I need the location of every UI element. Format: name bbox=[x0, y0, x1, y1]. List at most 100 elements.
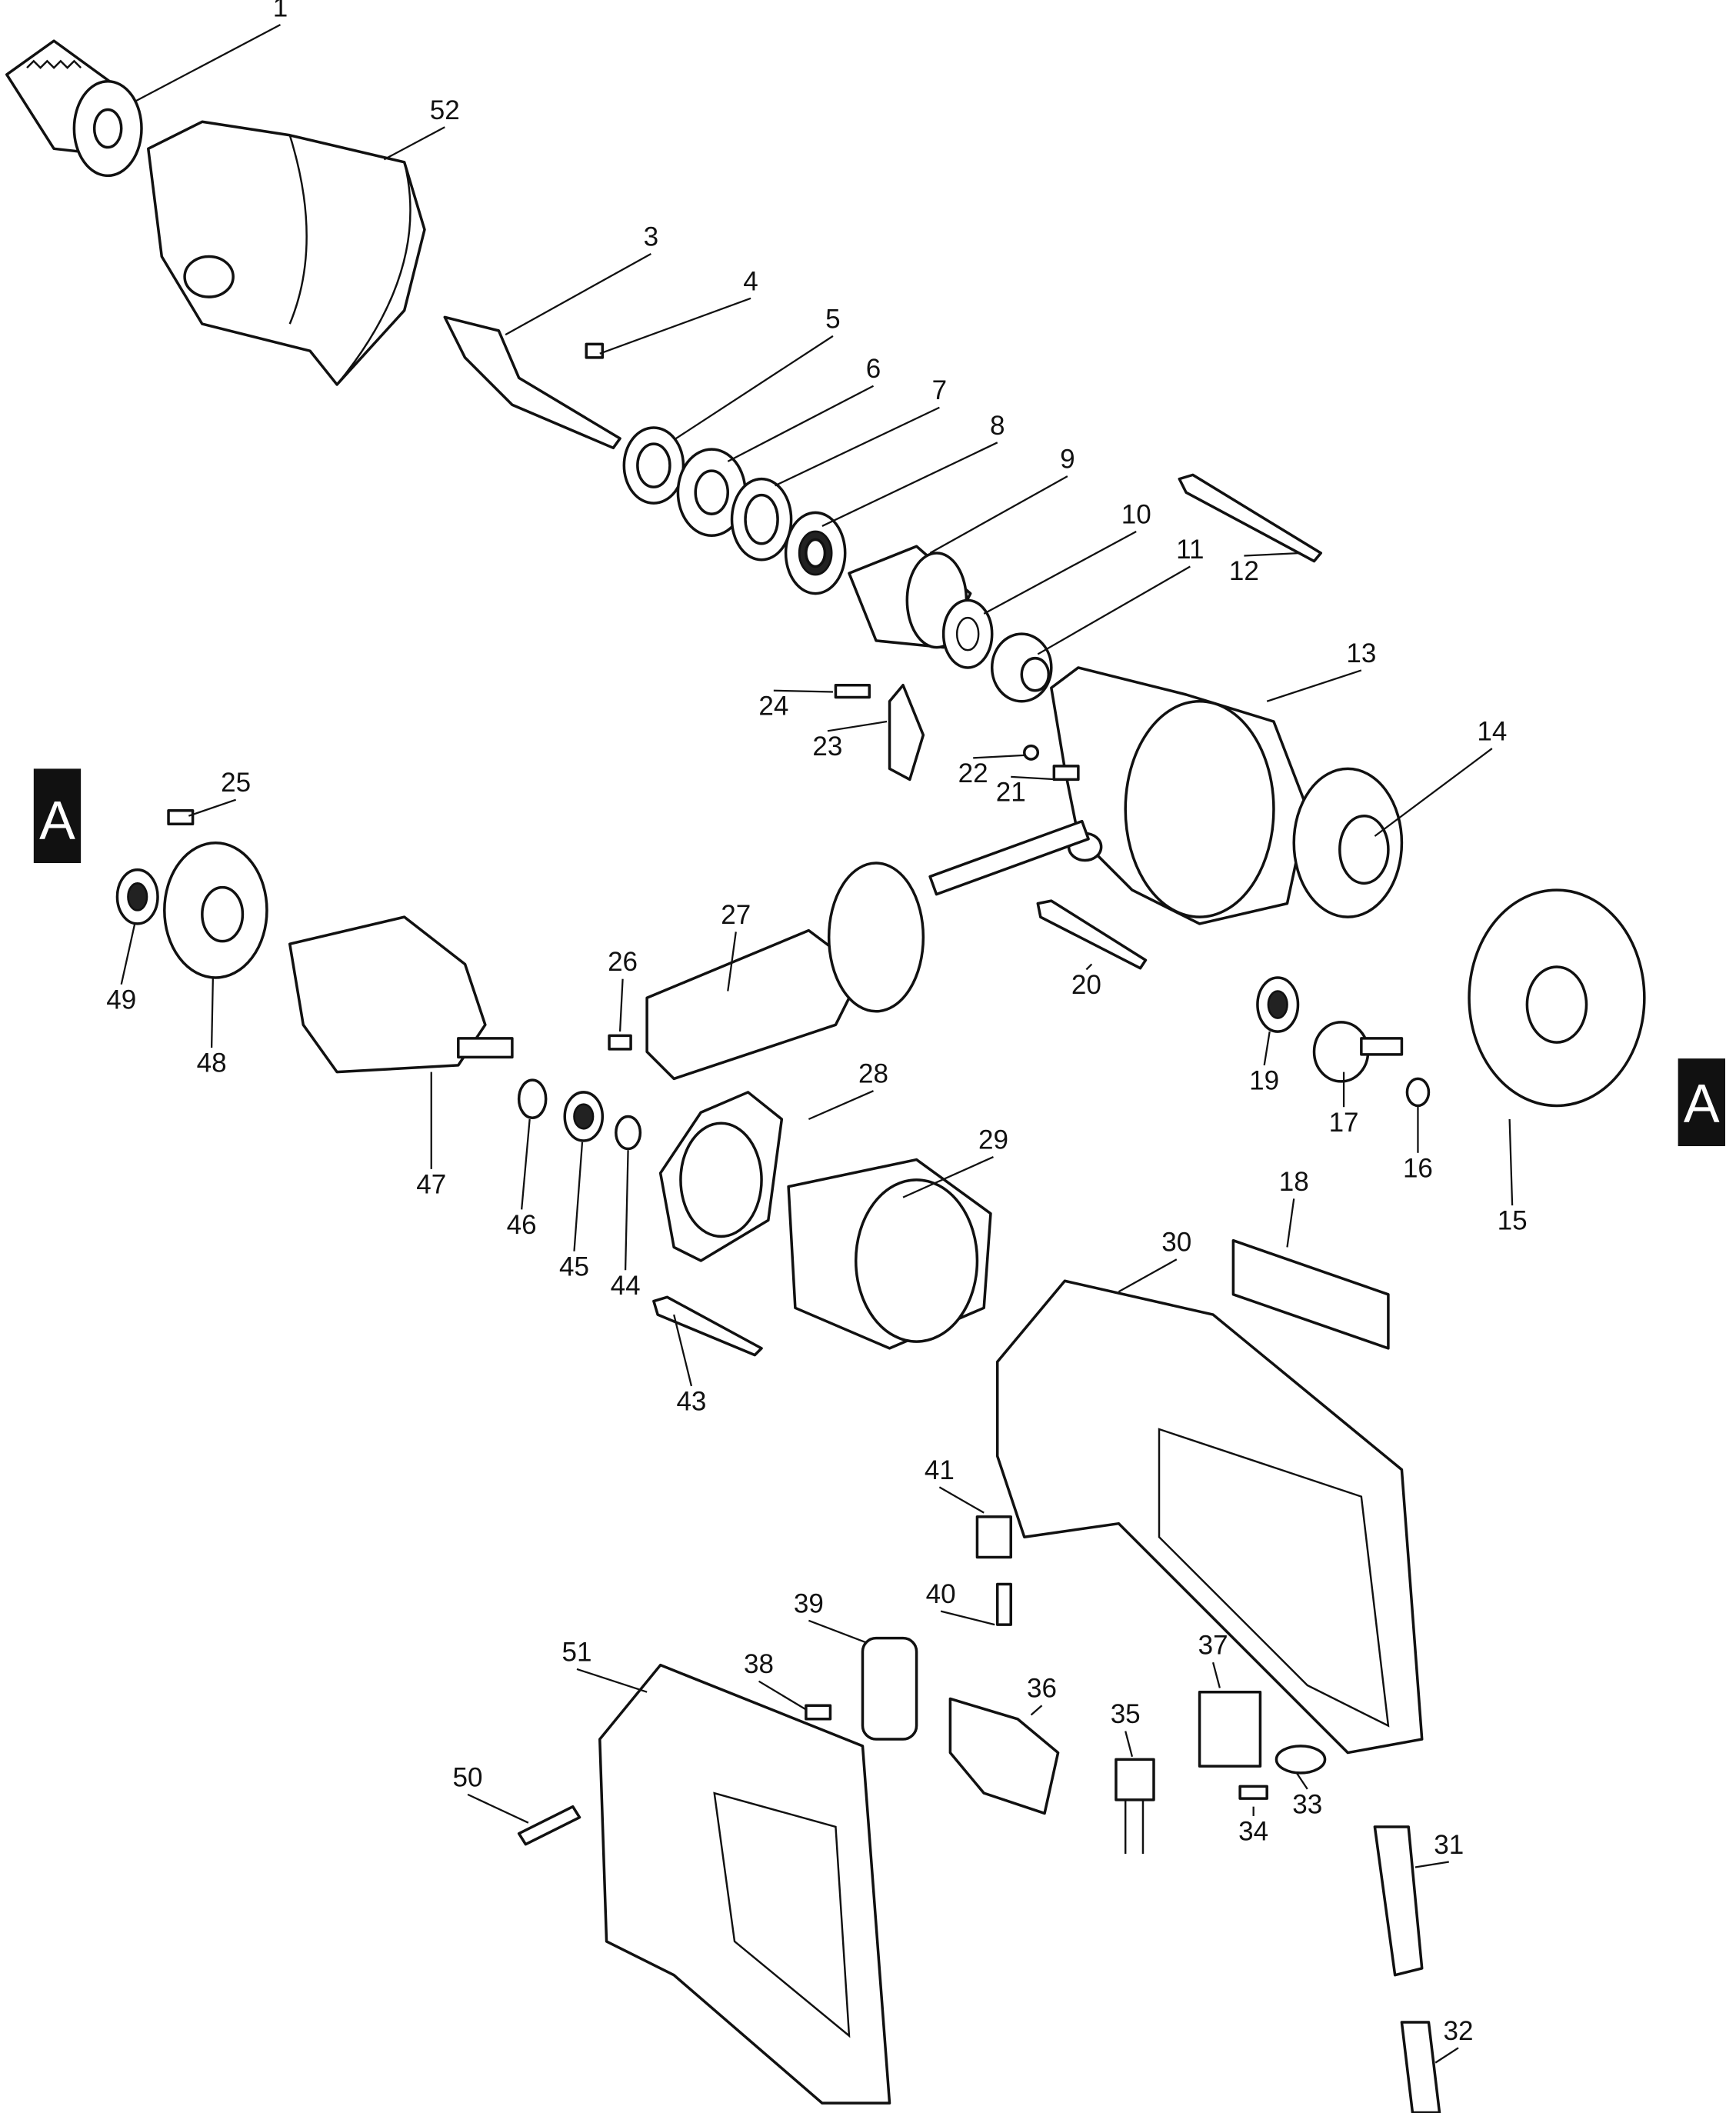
callout-number: 13 bbox=[1346, 638, 1376, 668]
callout-number: 18 bbox=[1279, 1167, 1309, 1197]
leader-line bbox=[467, 1793, 529, 1824]
callout-number: 37 bbox=[1198, 1631, 1228, 1661]
callout-number: 3 bbox=[644, 222, 658, 252]
leader-line bbox=[1263, 1031, 1271, 1066]
callout-number: 50 bbox=[453, 1762, 483, 1792]
part-lever-23 bbox=[888, 683, 925, 782]
leader-line bbox=[210, 977, 215, 1048]
leader-line bbox=[983, 530, 1137, 615]
callout-23: 23 bbox=[812, 720, 888, 762]
part-switch-36 bbox=[948, 1697, 1060, 1815]
callout-44: 44 bbox=[611, 1150, 641, 1301]
callout-number: 17 bbox=[1329, 1108, 1359, 1138]
part-ball-22 bbox=[1023, 744, 1040, 761]
callout-43: 43 bbox=[673, 1314, 706, 1416]
callout-14: 14 bbox=[1374, 717, 1507, 837]
callout-6: 6 bbox=[727, 354, 881, 462]
part-switch-connector-41 bbox=[975, 1515, 1012, 1559]
callout-number: 49 bbox=[106, 985, 136, 1015]
part-baffle-28 bbox=[658, 1091, 784, 1262]
part-gear-wheel bbox=[1292, 767, 1404, 918]
part-pinion bbox=[1312, 1021, 1404, 1083]
leader-line bbox=[773, 689, 833, 693]
part-spindle bbox=[443, 315, 621, 450]
part-screw-50 bbox=[517, 1805, 581, 1846]
callout-28: 28 bbox=[808, 1059, 888, 1121]
leader-line bbox=[1030, 1705, 1043, 1716]
part-clutch-ring bbox=[730, 477, 793, 562]
callout-number: 30 bbox=[1161, 1228, 1191, 1258]
part-pin-26 bbox=[608, 1034, 632, 1051]
part-spring-21 bbox=[1052, 765, 1080, 782]
callout-number: 6 bbox=[866, 354, 881, 384]
callout-20: 20 bbox=[1071, 963, 1101, 1000]
section-marker-label: A bbox=[1684, 1073, 1720, 1133]
part-key bbox=[585, 342, 605, 359]
part-gear-housing bbox=[1050, 666, 1309, 925]
callout-1: 1 bbox=[134, 0, 288, 102]
callout-33: 33 bbox=[1292, 1772, 1322, 1819]
part-bearing bbox=[784, 511, 847, 595]
callout-number: 23 bbox=[812, 732, 842, 762]
callout-10: 10 bbox=[983, 499, 1151, 615]
part-bearing-49 bbox=[115, 868, 159, 925]
leader-line bbox=[758, 1680, 807, 1711]
callout-number: 48 bbox=[197, 1048, 227, 1078]
part-terminal-35 bbox=[1115, 1758, 1155, 1855]
callout-36: 36 bbox=[1027, 1674, 1057, 1716]
callout-11: 11 bbox=[1037, 535, 1204, 655]
callout-number: 1 bbox=[273, 0, 288, 23]
callout-18: 18 bbox=[1279, 1167, 1309, 1248]
part-handle-51 bbox=[598, 1663, 891, 2105]
callout-4: 4 bbox=[599, 266, 758, 355]
part-spiral-gear bbox=[990, 632, 1053, 703]
leader-line bbox=[727, 932, 737, 992]
callout-26: 26 bbox=[608, 947, 638, 1032]
callout-number: 32 bbox=[1444, 2016, 1474, 2046]
callout-number: 34 bbox=[1238, 1816, 1268, 1846]
leader-line bbox=[1508, 1118, 1514, 1206]
callout-8: 8 bbox=[821, 411, 1005, 527]
callout-number: 22 bbox=[958, 758, 988, 788]
callout-number: 44 bbox=[611, 1271, 641, 1301]
leader-line bbox=[1037, 565, 1191, 655]
callout-number: 26 bbox=[608, 947, 638, 977]
callout-number: 31 bbox=[1434, 1830, 1464, 1860]
leader-line bbox=[188, 798, 237, 817]
leader-line bbox=[775, 406, 940, 487]
callout-number: 14 bbox=[1477, 717, 1507, 747]
callout-27: 27 bbox=[721, 900, 751, 992]
leader-line bbox=[1211, 1661, 1221, 1688]
part-screw-20 bbox=[1036, 899, 1148, 970]
callout-number: 38 bbox=[744, 1649, 774, 1679]
callout-number: 24 bbox=[758, 691, 788, 721]
callout-47: 47 bbox=[416, 1071, 446, 1199]
part-capacitor-37 bbox=[1198, 1690, 1262, 1768]
part-screw-24 bbox=[834, 683, 871, 699]
callout-5: 5 bbox=[673, 304, 841, 441]
callout-35: 35 bbox=[1111, 1699, 1141, 1758]
part-pin-38 bbox=[805, 1704, 832, 1721]
callout-number: 52 bbox=[430, 95, 460, 125]
leader-line bbox=[383, 126, 445, 161]
callout-number: 16 bbox=[1403, 1153, 1433, 1183]
callout-number: 33 bbox=[1292, 1789, 1322, 1819]
leader-line bbox=[1295, 1772, 1308, 1790]
callout-number: 41 bbox=[925, 1455, 955, 1485]
callout-21: 21 bbox=[996, 775, 1058, 807]
leader-line bbox=[1118, 1258, 1178, 1293]
callout-9: 9 bbox=[929, 445, 1075, 554]
part-screw-34 bbox=[1238, 1785, 1268, 1800]
leader-line bbox=[673, 335, 834, 441]
callout-7: 7 bbox=[775, 375, 947, 487]
leader-line bbox=[929, 475, 1068, 554]
callout-number: 9 bbox=[1060, 445, 1075, 475]
part-cord-guard-31 bbox=[1373, 1825, 1424, 1977]
leader-line bbox=[808, 1090, 874, 1121]
callout-number: 4 bbox=[743, 266, 758, 296]
leader-line bbox=[120, 923, 136, 985]
callout-45: 45 bbox=[559, 1141, 589, 1281]
leader-line bbox=[821, 442, 998, 527]
part-washer-46 bbox=[517, 1078, 548, 1119]
